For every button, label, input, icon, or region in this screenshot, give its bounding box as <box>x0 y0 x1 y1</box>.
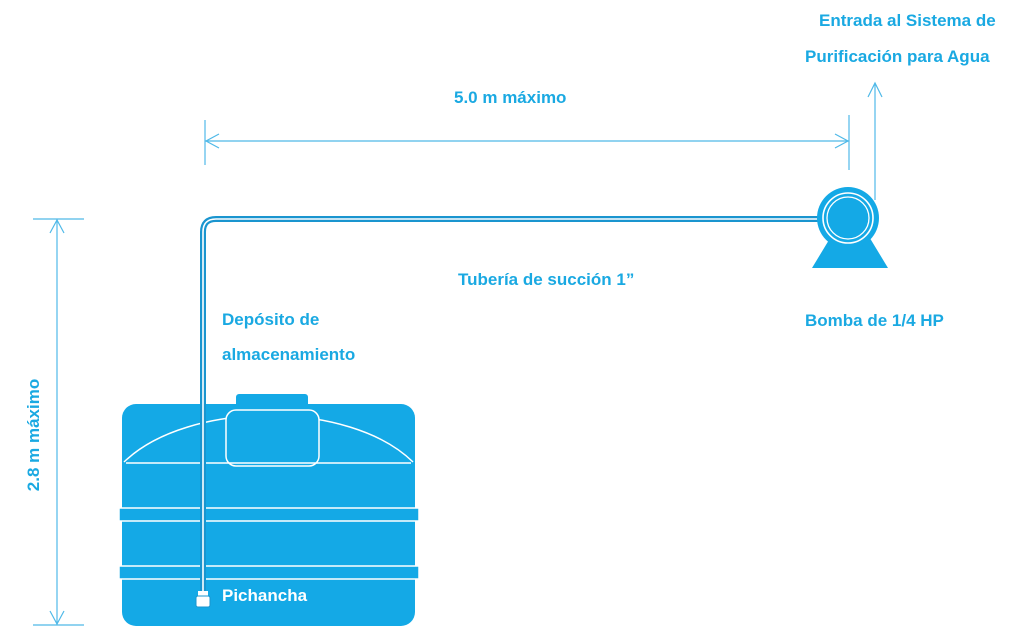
foot-valve-body <box>195 595 211 608</box>
vertical-dimension-label: 2.8 m máximo <box>24 378 43 492</box>
vertical-dimension <box>33 218 84 626</box>
horizontal-dimension-left-arrow <box>204 133 220 149</box>
outlet-line-arrow <box>867 81 883 98</box>
purification-entry-label-line1: Entrada al Sistema de <box>819 11 996 30</box>
vertical-dimension-bottom-arrow <box>49 610 65 626</box>
foot-valve-cap <box>198 591 208 596</box>
horizontal-dimension <box>204 115 850 170</box>
tank-band-lower <box>118 565 420 580</box>
strainer-label: Pichancha <box>222 586 308 605</box>
horizontal-dimension-right-arrow <box>834 133 850 149</box>
pump-ring-outer <box>822 192 874 244</box>
pump-label: Bomba de 1/4 HP <box>805 311 944 330</box>
tank-lid <box>225 409 320 467</box>
pipe-label: Tubería de succión 1” <box>458 270 635 289</box>
pump-ring-inner <box>826 196 870 240</box>
purification-entry-label-line2: Purificación para Agua <box>805 47 990 66</box>
storage-tank-icon <box>118 394 420 626</box>
pump-housing <box>817 187 879 249</box>
vertical-dimension-top-arrow <box>49 218 65 234</box>
outlet-line <box>867 81 883 200</box>
tank-band-upper <box>118 507 420 522</box>
horizontal-dimension-label: 5.0 m máximo <box>454 88 567 107</box>
foot-valve-icon <box>195 591 211 608</box>
pump-icon <box>812 187 888 268</box>
tank-label-line2: almacenamiento <box>222 345 356 364</box>
suction-pipe-inner <box>202 218 826 594</box>
tank-label-line1: Depósito de <box>222 310 320 329</box>
suction-pipe <box>200 216 826 594</box>
